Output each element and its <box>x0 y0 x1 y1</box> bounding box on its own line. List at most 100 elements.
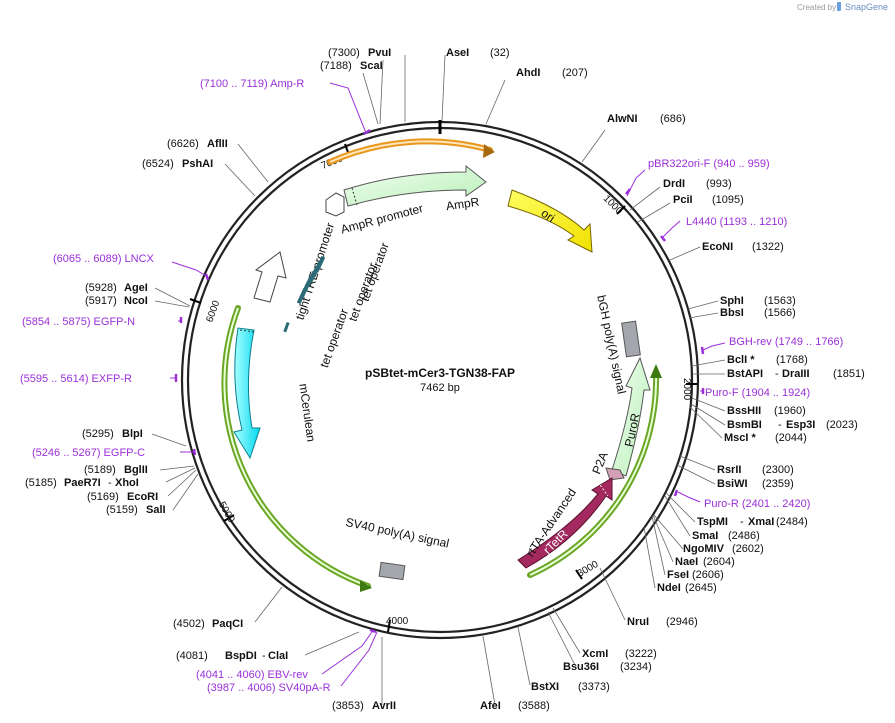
primer-label: (5595 .. 5614) EXFP-R <box>20 373 132 385</box>
site-name: NruI <box>627 616 649 628</box>
site-name: AgeI <box>124 282 148 294</box>
plasmid-size: 7462 bp <box>420 382 460 394</box>
bgh-polya-label: bGH poly(A) signal <box>594 294 629 395</box>
tick-mark-5000 <box>223 514 235 522</box>
ampr-promoter-arrow <box>325 192 345 217</box>
puro-arc-arrowhead <box>650 364 662 378</box>
mcerulean-label: mCerulean <box>296 383 318 443</box>
site-pos: (6524) <box>142 158 174 170</box>
tre-promoter-arrow <box>253 251 287 303</box>
mcerulean-arrow <box>233 327 261 460</box>
primer-label: (7100 .. 7119) Amp-R <box>200 78 304 90</box>
site-name: PvuI <box>368 47 391 59</box>
tick-mark-6000 <box>189 298 202 304</box>
ampr-label: AmpR <box>445 195 480 214</box>
site-pos: (2604) <box>703 556 735 568</box>
site-name: AvrII <box>372 700 396 712</box>
site-name: NcoI <box>124 295 148 307</box>
site-pos: (5917) <box>85 295 117 307</box>
site-pos: (7300) <box>328 47 360 59</box>
site-pos: (1563) <box>764 295 796 307</box>
ori-label: ori <box>539 206 558 225</box>
site-name: SmaI <box>692 530 718 542</box>
mcer-arc-arrowhead <box>360 580 372 592</box>
site-name: BstXI <box>531 681 559 693</box>
rtetr-arrow <box>517 477 613 569</box>
mcer-region-arc-highlight <box>223 307 369 587</box>
site-name: BstAPI <box>727 368 763 380</box>
site-name: AlwNI <box>607 113 638 125</box>
credit-brand: SnapGene <box>845 2 888 12</box>
site-name: DrdI <box>663 178 685 190</box>
site-pos: (2946) <box>666 616 698 628</box>
ori-arrow <box>507 189 593 253</box>
site-pos: (2486) <box>728 530 760 542</box>
site-name: PaqCI <box>212 618 243 630</box>
site-name: BsmBI <box>727 419 762 431</box>
site-pos: (5928) <box>85 282 117 294</box>
site-pos: (3373) <box>578 681 610 693</box>
tick-6000: 6000 <box>204 299 222 324</box>
site-name: PaeR7I <box>64 477 101 489</box>
puro-region-arc-highlight <box>529 371 658 576</box>
amp-arc-arrowhead <box>483 144 495 158</box>
p2a-box <box>605 467 625 481</box>
tick-4000: 4000 <box>386 616 409 627</box>
site-pos: (993) <box>706 178 732 190</box>
site-pos: (1095) <box>712 194 744 206</box>
ampr-dashed-mark <box>351 187 358 206</box>
site-name: BclI * <box>727 354 755 366</box>
tetop-block <box>283 321 290 333</box>
site-pos: (7188) <box>320 60 352 72</box>
site-name: MscI * <box>724 432 757 444</box>
site-pos: (5159) <box>106 504 138 516</box>
site-name: NgoMIV <box>683 543 725 555</box>
site-pos: (2359) <box>762 478 794 490</box>
site-pos: (32) <box>490 47 510 59</box>
site-name: BglII <box>124 464 148 476</box>
primer-label: pBR322ori-F (940 .. 959) <box>648 158 770 170</box>
site-pos: (2606) <box>692 569 724 581</box>
site-name: NdeI <box>657 582 681 594</box>
site-pos: (2484) <box>776 516 808 528</box>
site-name: Bsu36I <box>563 661 599 673</box>
site-pos: (3588) <box>518 700 550 712</box>
svg-text:-: - <box>775 368 779 380</box>
bgh-polya-box <box>621 320 641 358</box>
site-pos: (5169) <box>87 491 119 503</box>
site-name: PshAI <box>182 158 213 170</box>
primer-label: (5854 .. 5875) EGFP-N <box>22 316 135 328</box>
primer-label: BGH-rev (1749 .. 1766) <box>729 336 843 348</box>
site-name: BbsI <box>720 307 744 319</box>
sv40-polya-box <box>378 561 406 581</box>
rtetr-dashed-mark <box>597 481 609 497</box>
site-name: BsiWI <box>717 478 748 490</box>
tet-operator-blocks <box>283 255 326 333</box>
site-name: PciI <box>673 194 693 206</box>
ampr-promoter-label: AmpR promoter <box>339 201 424 236</box>
site-pos: (2044) <box>775 432 807 444</box>
site-name: XhoI <box>115 477 139 489</box>
site-name: NaeI <box>675 556 698 568</box>
site-pos: (4502) <box>173 618 205 630</box>
site-pos: (1851) <box>833 368 865 380</box>
site-name: BlpI <box>122 428 143 440</box>
site-name: BssHII <box>727 405 761 417</box>
site-name: AfeI <box>480 700 501 712</box>
amp-region-arc-highlight <box>329 140 491 163</box>
site-name: FseI <box>667 569 689 581</box>
site-pos: (6626) <box>167 138 199 150</box>
site-name: BspDI <box>225 650 257 662</box>
credit-text: Created by <box>797 3 836 12</box>
primer-label: (6065 .. 6089) LNCX <box>53 253 155 265</box>
site-name: SalI <box>146 504 166 516</box>
site-pos: (3853) <box>332 700 364 712</box>
site-name: AseI <box>446 47 469 59</box>
site-name: Esp3I <box>786 419 815 431</box>
site-pos: (4081) <box>176 650 208 662</box>
restriction-site-labels: (7300) PvuI (7188) ScaI AseI (32) AhdI (… <box>25 47 865 712</box>
site-pos: (3222) <box>625 648 657 660</box>
site-pos: (1960) <box>774 405 806 417</box>
